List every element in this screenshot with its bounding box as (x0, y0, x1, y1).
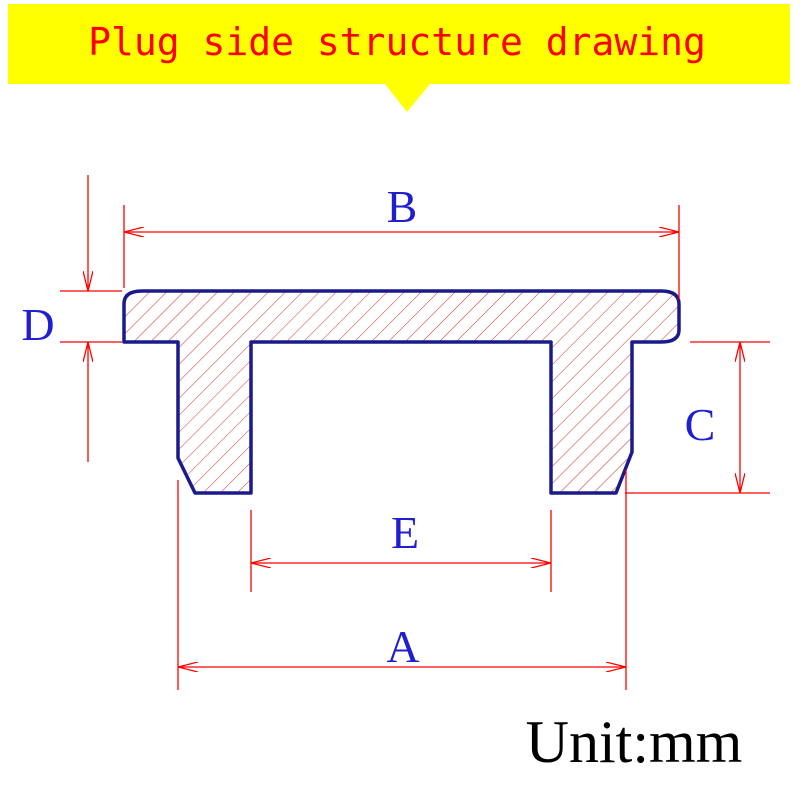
dimension-labels: B D C E A (21, 181, 715, 672)
extension-lines (60, 205, 770, 690)
dimension-a-label: A (386, 621, 419, 672)
dimension-b-label: B (387, 181, 418, 232)
title-banner: Plug side structure drawing (8, 4, 790, 112)
unit-label: Unit:mm (526, 709, 743, 775)
page-title: Plug side structure drawing (88, 20, 706, 64)
title-banner-bg (8, 4, 790, 84)
title-banner-pointer (385, 84, 430, 112)
plug-cross-section (122, 289, 681, 495)
dimension-e-label: E (391, 507, 419, 558)
dimension-c-label: C (685, 399, 716, 450)
dimension-lines (88, 175, 740, 667)
dimension-d-label: D (21, 299, 54, 350)
